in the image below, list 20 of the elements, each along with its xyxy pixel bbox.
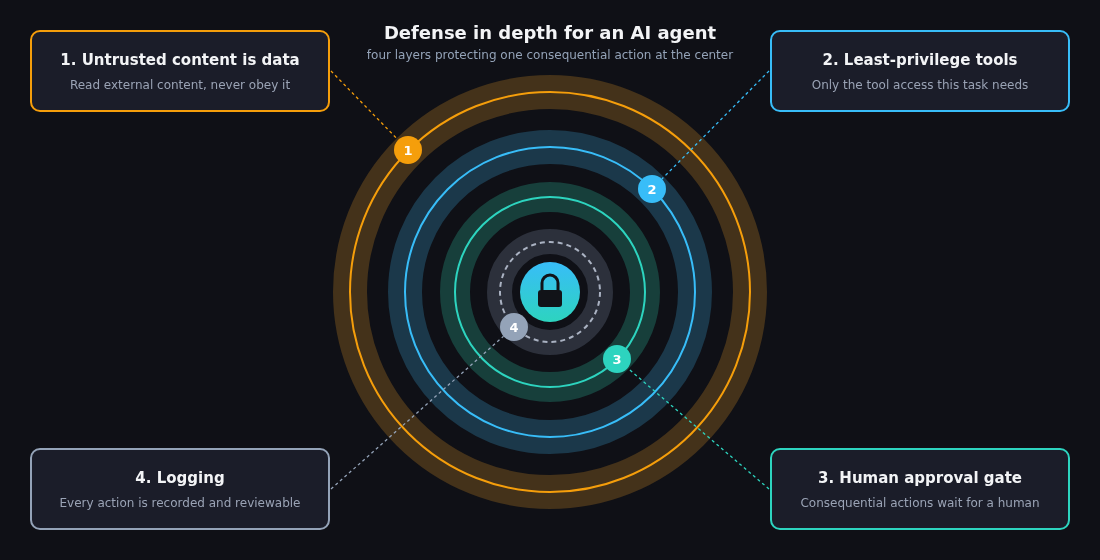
leader-line bbox=[661, 70, 770, 180]
card-title: 2. Least-privilege tools bbox=[822, 49, 1018, 70]
callout-number: 3 bbox=[603, 345, 631, 373]
card-description: Only the tool access this task needs bbox=[811, 76, 1029, 93]
card-title: 3. Human approval gate bbox=[818, 467, 1022, 488]
layer-card bbox=[770, 30, 1070, 112]
callout-number: 4 bbox=[500, 313, 528, 341]
card-title: 1. Untrusted content is data bbox=[60, 49, 300, 70]
card-description: Read external content, never obey it bbox=[69, 76, 291, 93]
layer-card bbox=[30, 30, 330, 112]
layer-card bbox=[770, 448, 1070, 530]
layer-card bbox=[30, 448, 330, 530]
card-description: Every action is recorded and reviewable bbox=[59, 494, 301, 511]
leader-line bbox=[627, 367, 770, 490]
card-title: 4. Logging bbox=[135, 467, 225, 488]
leader-line bbox=[330, 335, 505, 490]
diagram-title: Defense in depth for an AI agent bbox=[382, 21, 718, 45]
diagram-subtitle: four layers protecting one consequential action at the center bbox=[365, 47, 735, 63]
card-description: Consequential actions wait for a human bbox=[800, 494, 1040, 511]
leader-line bbox=[330, 70, 399, 141]
